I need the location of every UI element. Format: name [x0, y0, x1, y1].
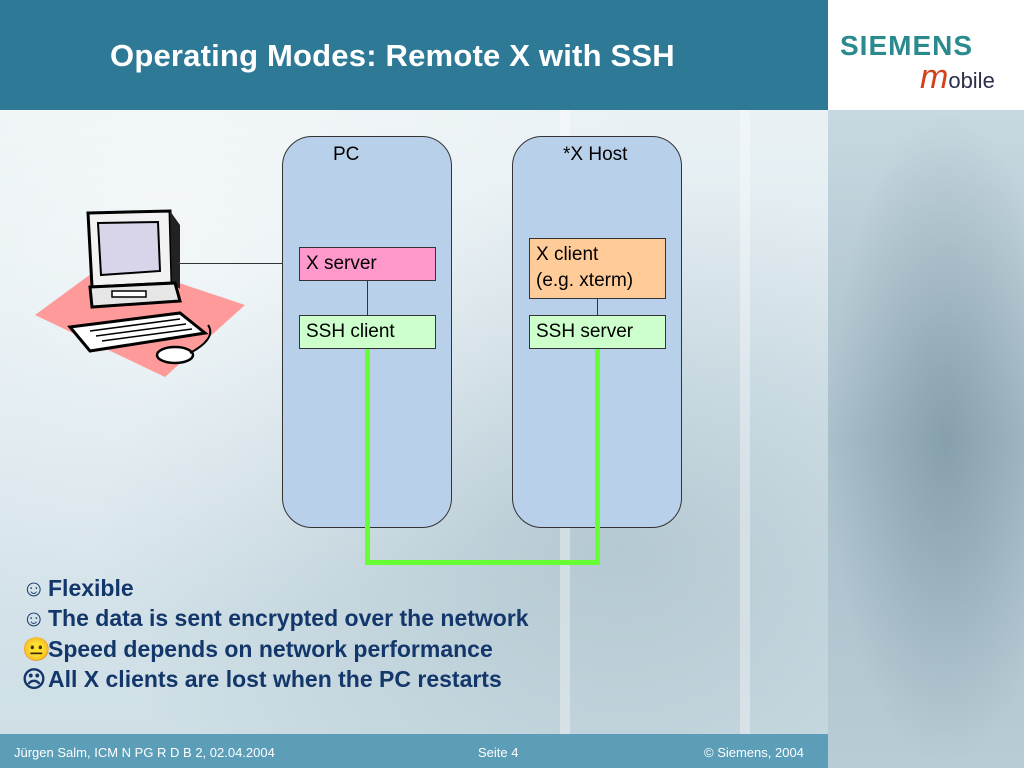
mouse-cable — [189, 324, 212, 354]
title-bar — [0, 0, 828, 110]
bullet-text: All X clients are lost when the PC resta… — [48, 666, 502, 692]
siemens-logo: SIEMENS — [840, 30, 974, 61]
x-client-line2: (e.g. xterm) — [536, 269, 634, 291]
neutral-face-icon: 😐 — [22, 636, 51, 662]
bullet-item: ☹All X clients are lost when the PC rest… — [22, 666, 502, 693]
computer-icon — [35, 209, 245, 377]
bullet-text: The data is sent encrypted over the netw… — [48, 605, 529, 631]
monitor-screen — [96, 220, 162, 277]
x-client-line1: X client — [536, 244, 599, 265]
bullet-text: Speed depends on network performance — [48, 636, 493, 662]
footer-bar — [0, 734, 828, 768]
mobile-logo-text: obile — [948, 68, 995, 93]
footer-page-number: Seite 4 — [478, 745, 519, 760]
drive-slot — [111, 290, 147, 298]
mobile-logo-m: m — [920, 58, 949, 96]
background-stripe — [740, 110, 750, 734]
footer-copyright: © Siemens, 2004 — [704, 745, 804, 760]
bullet-text: Flexible — [48, 575, 134, 601]
ssh-server-box: SSH server — [529, 315, 666, 349]
pc-label: PC — [333, 144, 360, 165]
footer-author: Jürgen Salm, ICM N PG R D B 2, 02.04.200… — [14, 745, 275, 760]
connector-line — [178, 263, 299, 264]
bullet-item: ☺Flexible — [22, 575, 134, 602]
logo-area — [828, 0, 1024, 110]
xclient-ssh-link — [597, 299, 598, 315]
ssh-client-box: SSH client — [299, 315, 436, 349]
xhost-label: *X Host — [563, 144, 628, 165]
bullet-item: 😐Speed depends on network performance — [22, 636, 493, 663]
bullet-item: ☺The data is sent encrypted over the net… — [22, 605, 529, 632]
ssh-tunnel-right — [595, 349, 600, 565]
x-client-box: X client (e.g. xterm) — [529, 238, 666, 299]
mouse — [155, 345, 195, 365]
xserver-ssh-link — [367, 281, 368, 315]
mobile-logo: mobile — [920, 58, 995, 97]
background-photo-right — [828, 110, 1024, 768]
frown-icon: ☹ — [22, 666, 46, 692]
x-server-box: X server — [299, 247, 436, 281]
smiley-icon: ☺ — [22, 605, 46, 631]
slide-title: Operating Modes: Remote X with SSH — [110, 38, 675, 73]
ssh-tunnel-left — [365, 349, 370, 565]
monitor-side — [170, 211, 180, 289]
smiley-icon: ☺ — [22, 575, 46, 601]
ssh-tunnel-bottom — [365, 560, 600, 565]
